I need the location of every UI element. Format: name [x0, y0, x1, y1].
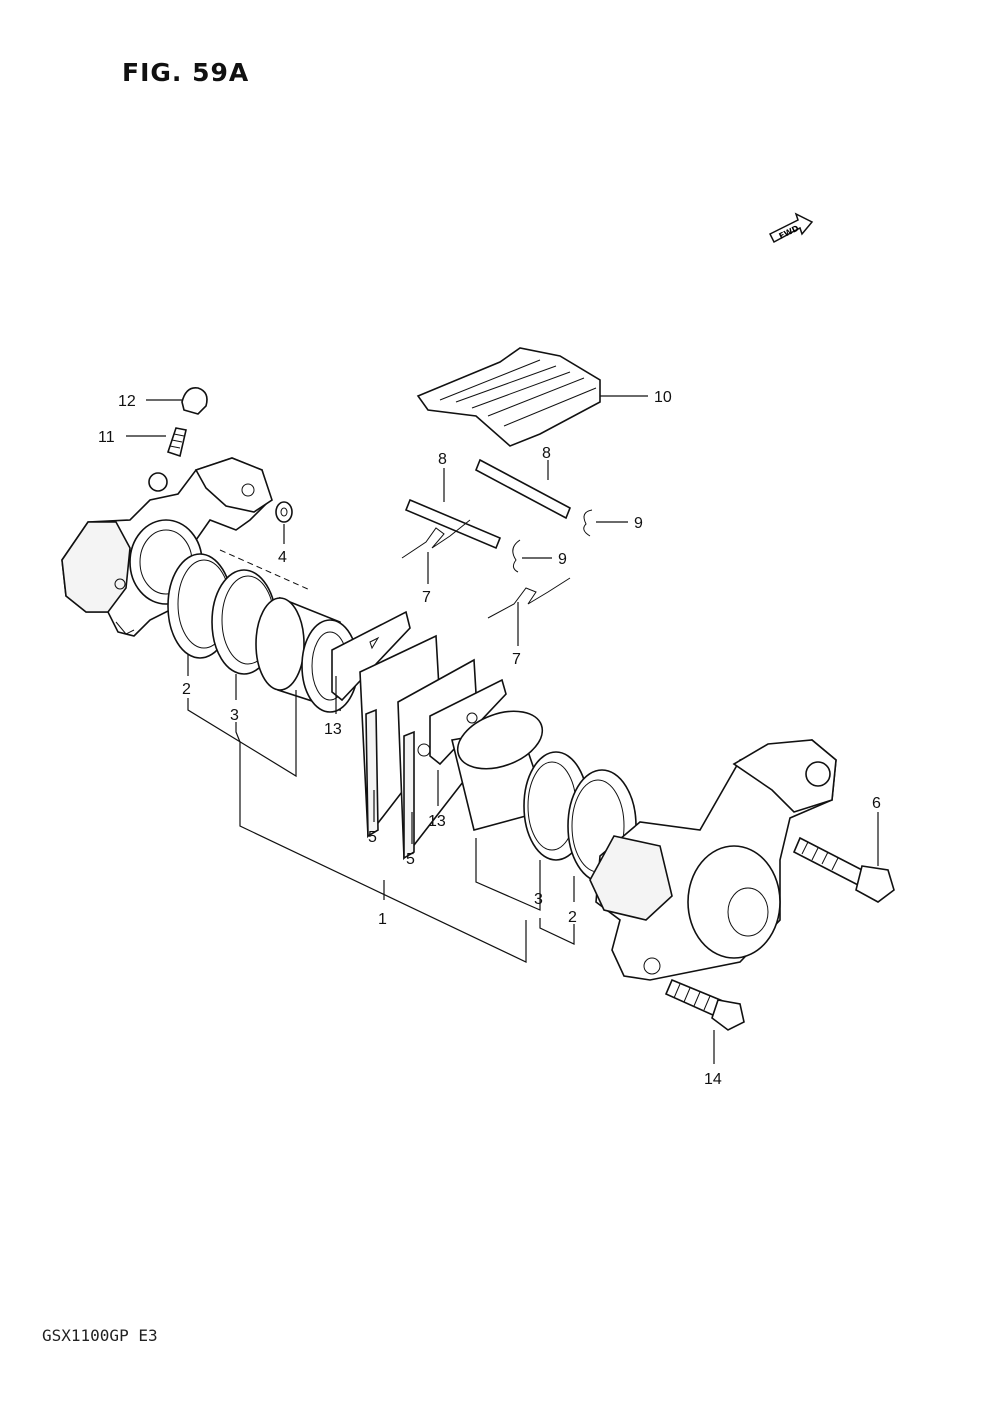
- pad-pin-lower: [404, 498, 502, 550]
- callout-9-lower: 9: [558, 551, 567, 568]
- callout-5-right: 5: [406, 851, 415, 868]
- callout-13-right: 13: [428, 813, 446, 830]
- callout-14: 14: [704, 1071, 722, 1088]
- callout-5-left: 5: [368, 829, 377, 846]
- callout-13-left: 13: [324, 721, 342, 738]
- callout-7-left: 7: [422, 589, 431, 606]
- callout-9-upper: 9: [634, 515, 643, 532]
- callout-8-left: 8: [438, 451, 447, 468]
- callout-11: 11: [98, 429, 115, 446]
- callout-1: 1: [378, 911, 387, 928]
- callout-2-left: 2: [182, 681, 191, 698]
- callout-10: 10: [654, 389, 672, 406]
- callout-12: 12: [118, 393, 136, 410]
- bleeder-screw: [166, 427, 187, 458]
- forward-arrow-icon: FWD: [768, 212, 816, 251]
- pin-clip-lower: [512, 539, 521, 573]
- pad-pin-upper: [474, 458, 572, 520]
- callout-8-right: 8: [542, 445, 551, 462]
- callout-3-left: 3: [230, 707, 239, 724]
- model-code: GSX1100GP E3: [42, 1326, 158, 1345]
- pad-spring-left: [401, 519, 471, 559]
- callout-7-right: 7: [512, 651, 521, 668]
- callout-4: 4: [278, 549, 287, 566]
- pad-spring-right: [487, 577, 571, 619]
- pin-clip-upper: [583, 509, 593, 537]
- caliper-cover: [416, 347, 601, 447]
- callout-3-right: 3: [534, 891, 543, 908]
- right-caliper-body: [589, 739, 837, 981]
- callout-6: 6: [872, 795, 881, 812]
- leader-lines: [126, 395, 879, 1064]
- callout-2-right: 2: [568, 909, 577, 926]
- mounting-bolt-upper: [792, 836, 895, 903]
- bleeder-cap: [181, 386, 208, 415]
- figure-title: FIG. 59A: [122, 58, 250, 87]
- washer: [275, 501, 293, 523]
- mounting-bolt-lower: [664, 978, 745, 1031]
